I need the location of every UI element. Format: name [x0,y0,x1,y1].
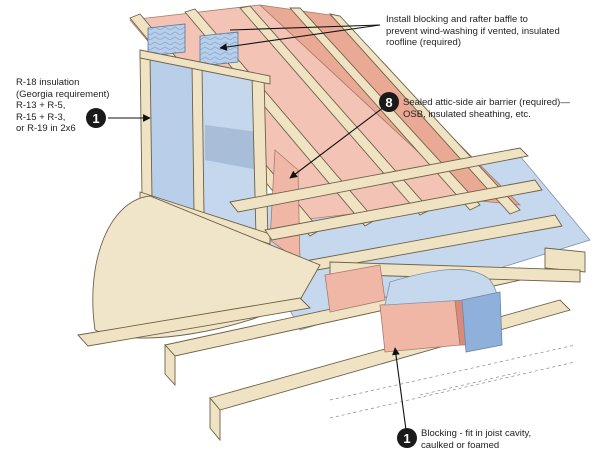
insulation-callout-line: R-13 + R-5, [16,100,66,111]
blocking-leader [392,347,407,431]
insulation-callout-line: R-15 + R-3, [16,111,66,123]
badge-air-barrier: 8 [379,92,399,112]
svg-text:1: 1 [92,111,99,126]
badge-blocking: 1 [397,428,417,448]
baffle-leader-2 [229,24,381,31]
leader-lines [108,24,407,431]
baffle-callout-line: roofline (required) [386,37,461,48]
floor-cavity-insulation [384,269,503,353]
insulation-callout: R-18 insulation (Georgia requirement) R-… [16,77,109,135]
insulation-callout-line: R-18 insulation [16,77,80,88]
insulation-callout-line: (Georgia requirement) [16,88,110,100]
air-barrier-callout-line: Sealed attic-side air barrier (required)… [403,97,570,108]
svg-text:1: 1 [403,431,410,446]
badge-insulation: 1 [86,108,106,128]
baffle-callout: Install blocking and rafter baffle to pr… [386,14,560,49]
rafter-baffle [147,23,239,67]
baffle-callout-line: prevent wind-washing if vented, insulate… [386,25,560,37]
kneewall-insulation [147,57,263,239]
insulation-callout-line: or R-19 in 2x6 [16,123,76,134]
baffle-leader-1 [219,24,381,51]
blocking-callout: Blocking - fit in joist cavity, caulked … [421,428,531,451]
hidden-lines [329,344,576,419]
air-barrier-leader [289,103,389,179]
ceiling-joists [229,147,586,273]
air-barrier-callout: Sealed attic-side air barrier (required)… [403,97,570,120]
svg-text:8: 8 [385,95,392,110]
baffle-callout-line: Install blocking and rafter baffle to [386,14,528,25]
blocking-callout-line: Blocking - fit in joist cavity, [421,428,532,439]
air-barrier-callout-line: OSB, insulated sheathing, etc. [403,108,531,120]
blocking-callout-line: caulked or foamed [421,439,500,451]
